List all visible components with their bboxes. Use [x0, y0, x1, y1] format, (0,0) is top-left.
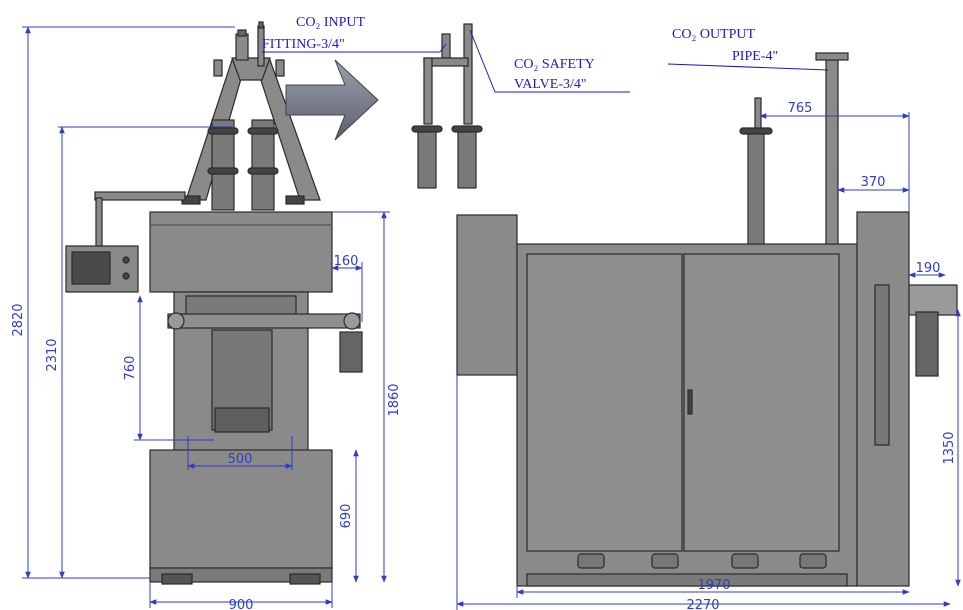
dim-690: 690	[339, 504, 354, 529]
cabinet-door-left	[526, 253, 683, 552]
front-nozzles	[181, 119, 305, 211]
dim-370: 370	[861, 175, 886, 190]
dim-2310: 2310	[45, 338, 60, 371]
side-view-machine	[456, 52, 958, 587]
dim-190: 190	[916, 261, 941, 276]
touch-screen	[71, 251, 111, 285]
co2-output-label-line2: PIPE-4"	[732, 49, 778, 64]
fitting-detail-arrow	[285, 59, 379, 141]
front-view-machine	[149, 21, 363, 585]
co2-output-pipe	[825, 59, 839, 245]
dim-760: 760	[123, 356, 138, 381]
co2-safety-label-line2: VALVE-3/4"	[514, 77, 587, 92]
cabinet-door-right	[683, 253, 840, 552]
press-base	[149, 449, 333, 569]
conveyor	[167, 312, 363, 373]
dim-2270: 2270	[686, 598, 719, 610]
upper-head	[149, 211, 333, 293]
dim-500: 500	[228, 452, 253, 467]
co2-output-label-line1: CO₂ OUTPUT	[672, 27, 755, 42]
dim-1860: 1860	[387, 383, 402, 416]
dimension-lines	[22, 26, 961, 610]
dim-765: 765	[788, 101, 813, 116]
dim-900: 900	[229, 598, 254, 610]
fitting-detail-pipes	[411, 23, 483, 189]
dim-2820: 2820	[11, 303, 26, 336]
dim-1350: 1350	[942, 431, 957, 464]
co2-input-label-line1: CO₂ INPUT	[296, 15, 365, 30]
left-wing-box	[456, 214, 518, 376]
co2-safety-label-line1: CO₂ SAFETY	[514, 57, 595, 72]
co2-input-label-line2: FITTING-3/4"	[262, 37, 345, 52]
leader-lines	[262, 29, 829, 93]
dim-1970: 1970	[697, 578, 730, 593]
dim-160: 160	[334, 254, 359, 269]
control-panel	[65, 191, 186, 293]
